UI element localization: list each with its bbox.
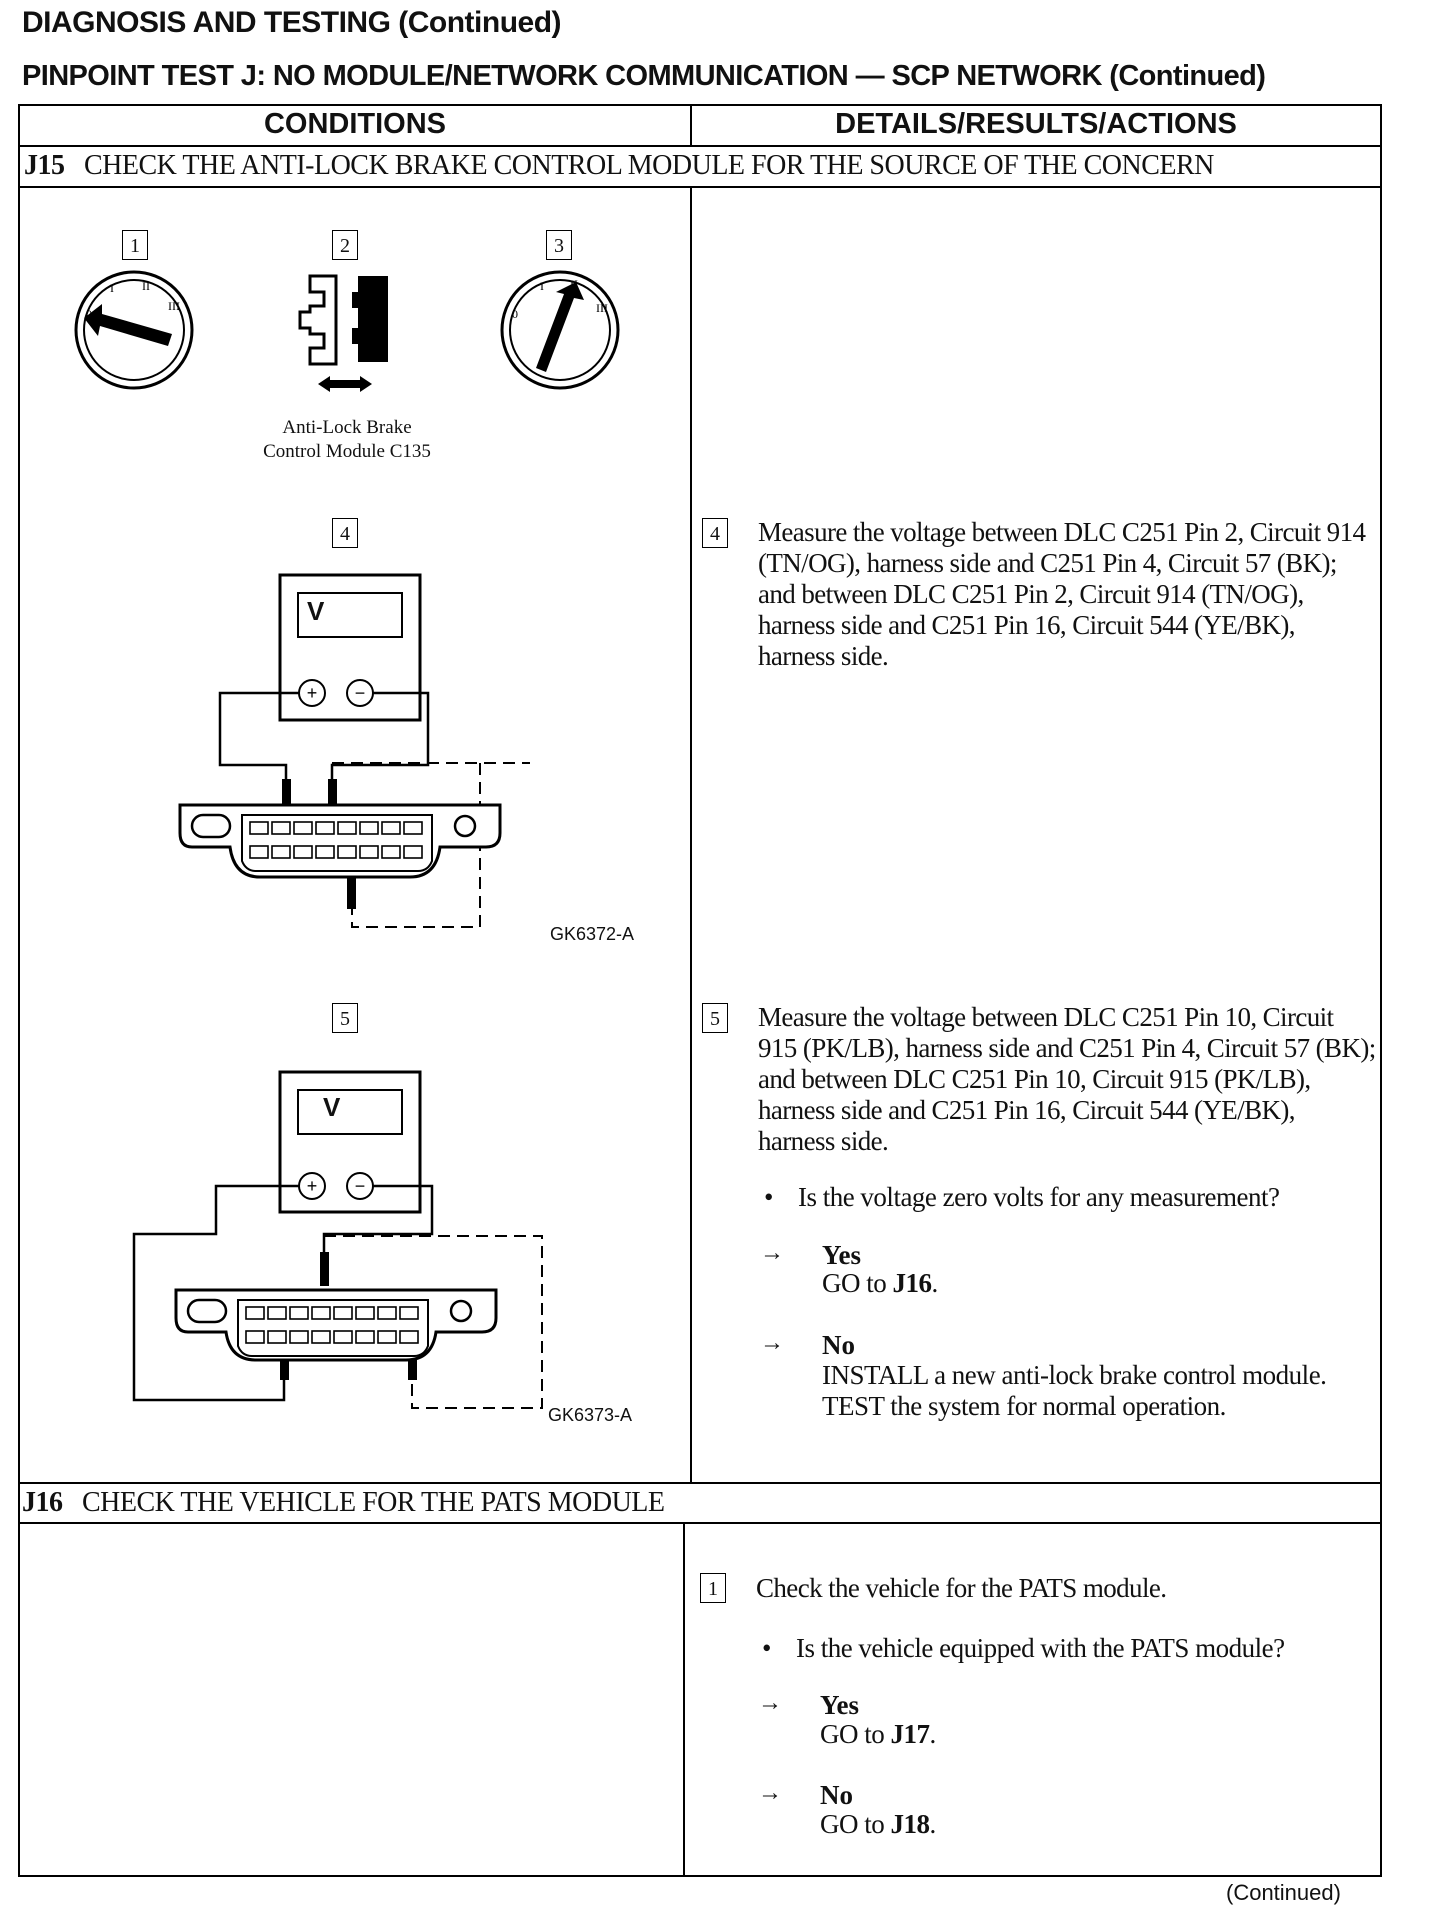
meter-label: V xyxy=(307,596,325,626)
figure-code-4: GK6372-A xyxy=(550,924,635,944)
step-title: CHECK THE ANTI-LOCK BRAKE CONTROL MODULE… xyxy=(84,150,1214,181)
connector-disconnect-icon xyxy=(298,274,388,392)
svg-text:+: + xyxy=(307,683,318,703)
step-title: CHECK THE VEHICLE FOR THE PATS MODULE xyxy=(82,1487,665,1518)
meter-label: V xyxy=(323,1092,341,1122)
figure-number-4: 4 xyxy=(332,518,358,548)
svg-text:III: III xyxy=(596,301,608,315)
svg-text:I: I xyxy=(110,281,114,295)
voltmeter-diagram-pin2: + − xyxy=(178,573,530,928)
voltmeter-diagram-pin10: + − xyxy=(132,1070,543,1409)
svg-text:−: − xyxy=(355,1176,366,1196)
answer-no-label: No xyxy=(822,1330,855,1360)
page-subtitle: PINPOINT TEST J: NO MODULE/NETWORK COMMU… xyxy=(22,60,1266,92)
step-id: J15 xyxy=(24,150,65,181)
column-header-details: DETAILS/RESULTS/ACTIONS xyxy=(835,108,1237,140)
figure-code-5: GK6373-A xyxy=(548,1405,633,1425)
question-j15: • Is the voltage zero volts for any meas… xyxy=(764,1182,1280,1212)
answer-yes-label: Yes xyxy=(822,1240,861,1270)
arrow-right-icon: → xyxy=(758,1780,782,1806)
svg-text:III: III xyxy=(168,299,180,313)
question-j16: • Is the vehicle equipped with the PATS … xyxy=(762,1633,1285,1663)
answer-yes-action: GO to J16. xyxy=(822,1268,938,1298)
figure-number-2: 2 xyxy=(332,230,358,260)
figure-number-1: 1 xyxy=(122,230,148,260)
svg-text:−: − xyxy=(355,683,366,703)
ignition-off-icon: 0 I II III xyxy=(74,270,194,390)
step-j15-header: J15 CHECK THE ANTI-LOCK BRAKE CONTROL MO… xyxy=(24,150,1214,182)
answer-no-label: No xyxy=(820,1780,853,1810)
step-4-instruction: Measure the voltage between DLC C251 Pin… xyxy=(758,517,1366,671)
figure-number-3: 3 xyxy=(546,230,572,260)
svg-text:I: I xyxy=(540,279,544,293)
page-title: DIAGNOSIS AND TESTING (Continued) xyxy=(22,6,562,39)
ignition-run-icon: 0 I II III xyxy=(500,270,620,390)
arrow-right-icon: → xyxy=(760,1240,784,1266)
answer-no-action: INSTALL a new anti-lock brake control mo… xyxy=(822,1360,1327,1421)
answer-yes-action: GO to J17. xyxy=(820,1719,936,1749)
svg-text:II: II xyxy=(142,279,150,293)
arrow-right-icon: → xyxy=(758,1690,782,1716)
step-number-5: 5 xyxy=(702,1003,728,1033)
answer-yes-label: Yes xyxy=(820,1690,859,1720)
connector-caption: Anti-Lock Brake Control Module C135 xyxy=(263,417,431,462)
svg-text:0: 0 xyxy=(512,307,518,321)
svg-text:0: 0 xyxy=(86,307,92,321)
figure-number-5: 5 xyxy=(332,1003,358,1033)
column-header-conditions: CONDITIONS xyxy=(263,108,447,140)
continued-footer: (Continued) xyxy=(1226,1880,1341,1905)
step-number-1: 1 xyxy=(700,1573,726,1603)
step-number-4: 4 xyxy=(702,518,728,548)
step-1-instruction: Check the vehicle for the PATS module. xyxy=(756,1573,1167,1603)
step-j16-header: J16 CHECK THE VEHICLE FOR THE PATS MODUL… xyxy=(22,1487,665,1519)
svg-text:+: + xyxy=(307,1176,318,1196)
arrow-right-icon: → xyxy=(760,1330,784,1356)
step-5-instruction: Measure the voltage between DLC C251 Pin… xyxy=(758,1002,1376,1156)
step-id: J16 xyxy=(22,1487,63,1518)
answer-no-action: GO to J18. xyxy=(820,1809,936,1839)
